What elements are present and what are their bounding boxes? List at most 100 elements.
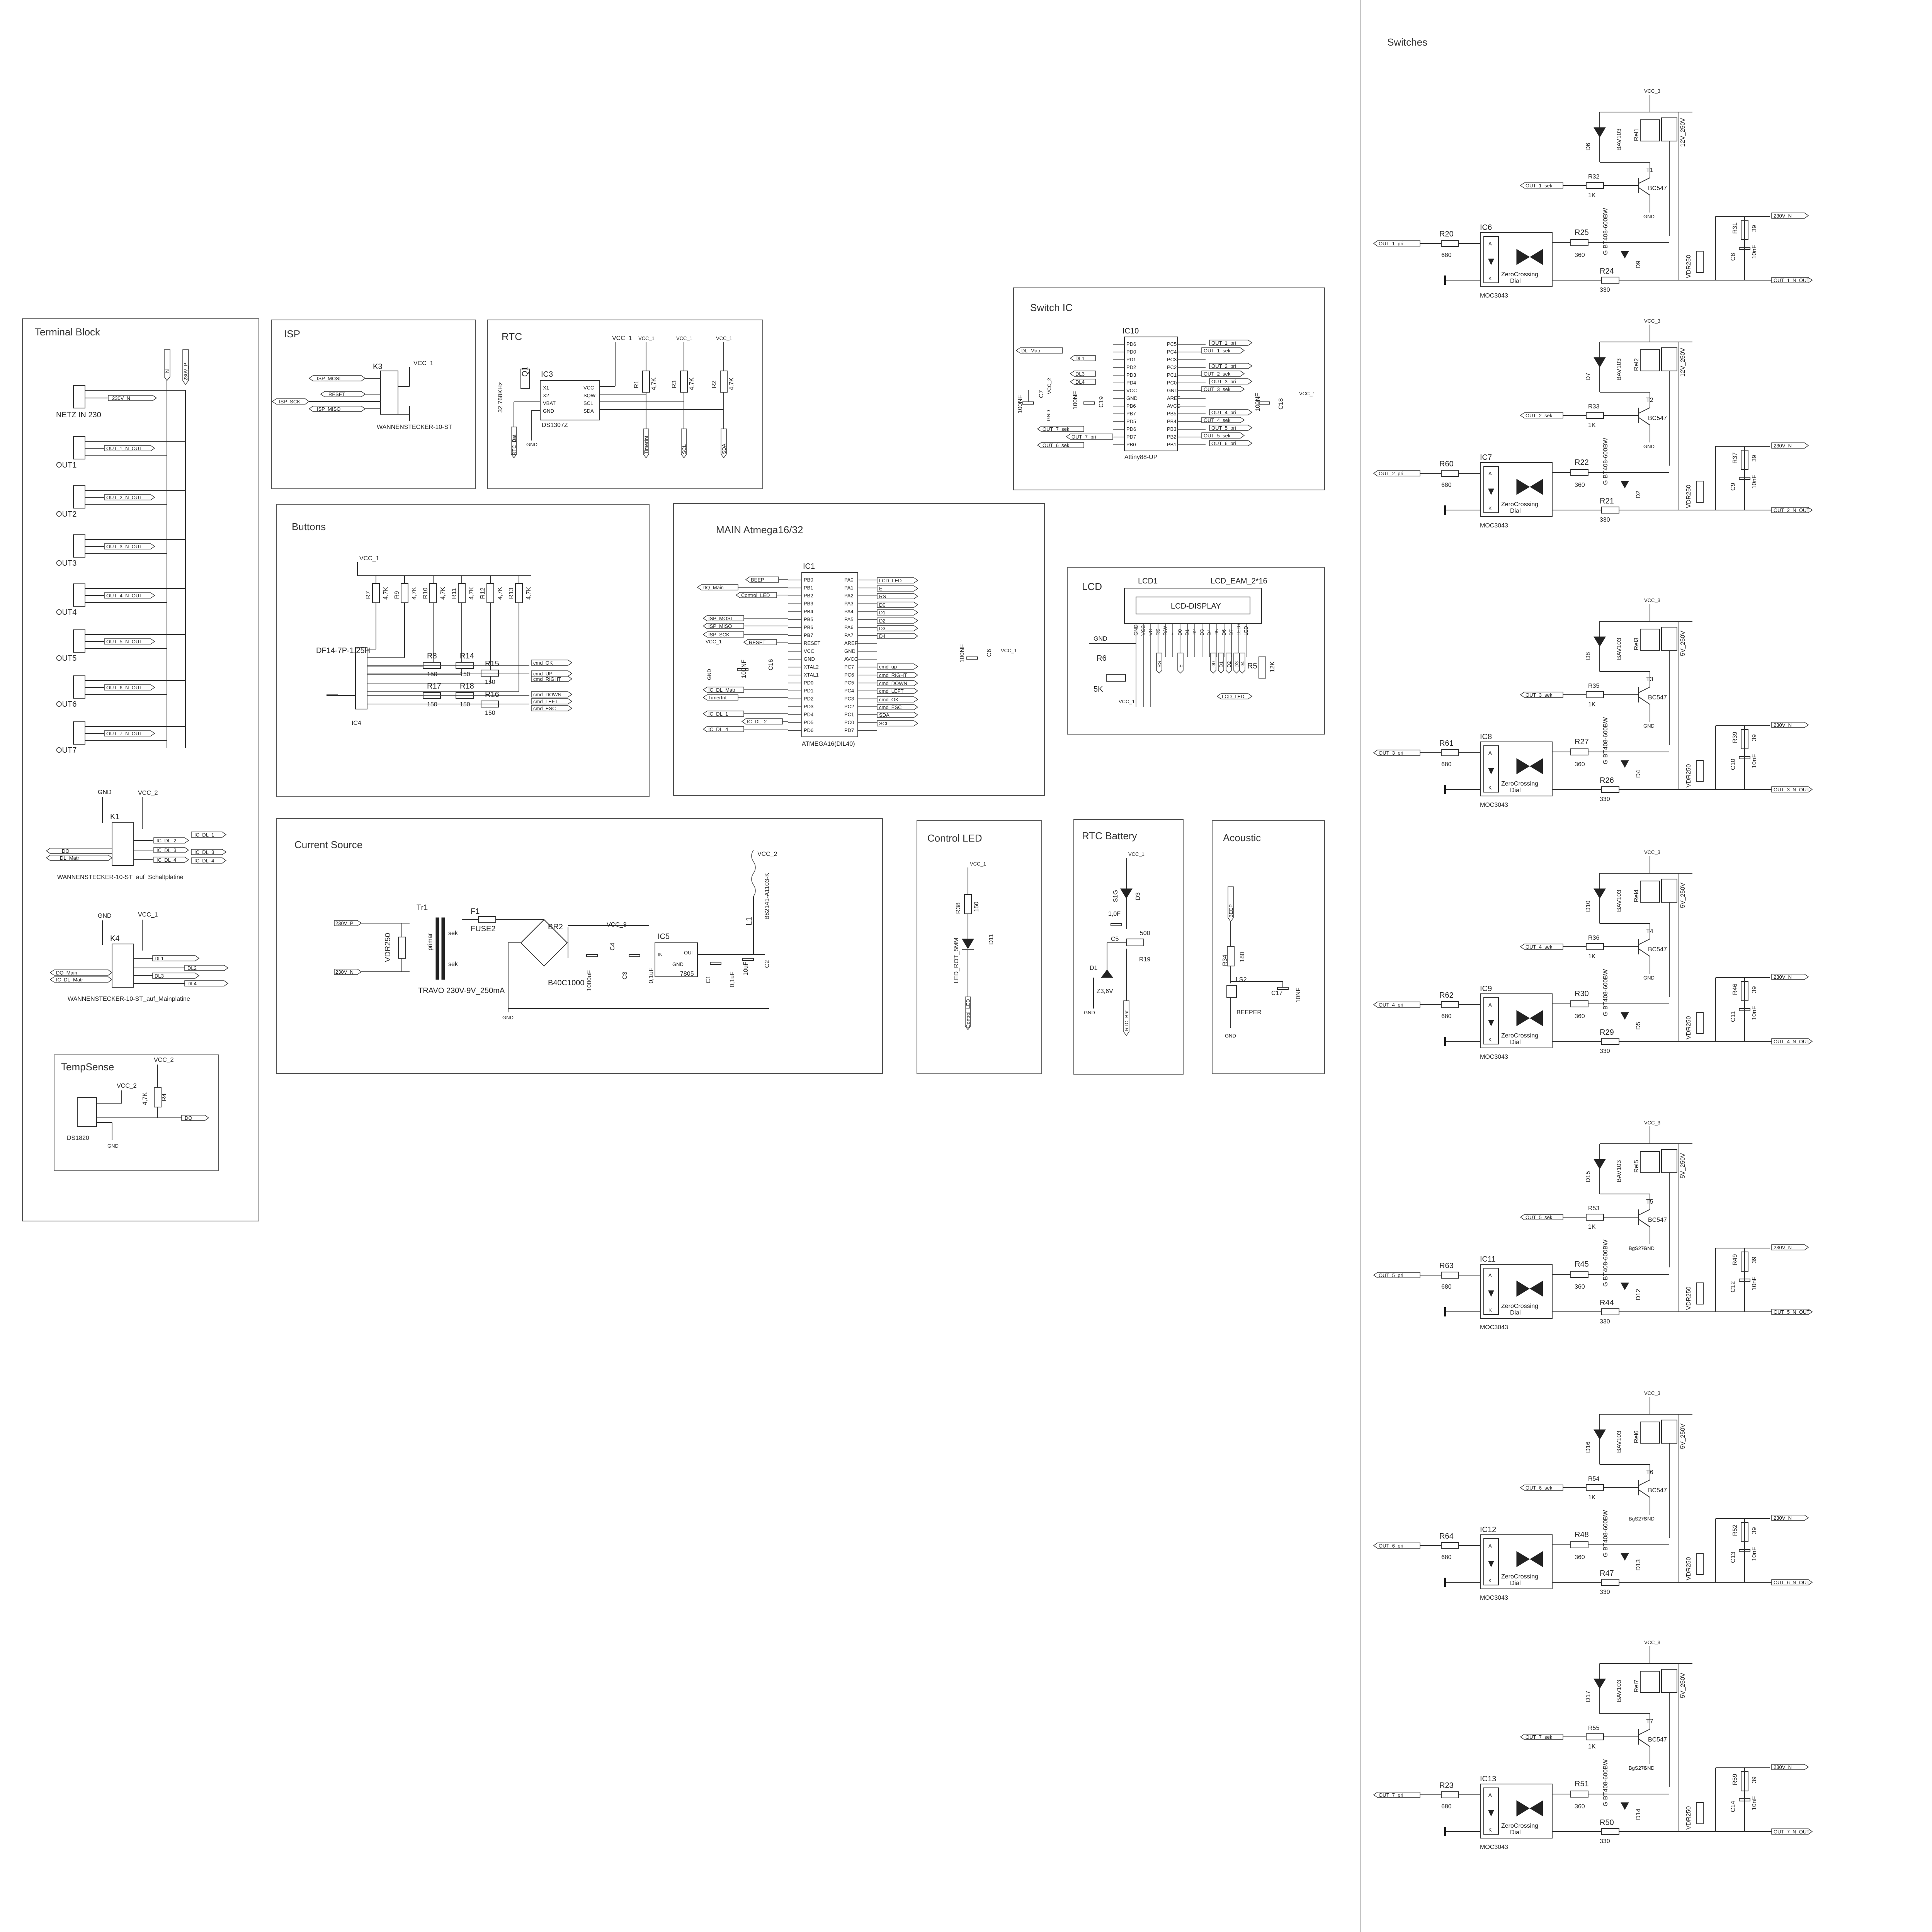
- snub-cap-val-5: 10nF: [1751, 1276, 1758, 1291]
- svg-text:F1: F1: [471, 907, 480, 916]
- opto-a-3: A: [1488, 750, 1492, 756]
- mcu-pin-l-10: GND: [804, 656, 815, 662]
- mcu-net-r-7: [877, 633, 918, 639]
- sw-net-sek-2: [1520, 412, 1563, 418]
- base-res-ref-3: R35: [1588, 683, 1599, 689]
- gate-res-4: [1570, 1000, 1588, 1007]
- svg-text:IC10: IC10: [1122, 327, 1139, 335]
- sw-pin-r-6: GND: [1167, 388, 1178, 393]
- svg-text:IC4: IC4: [352, 720, 361, 726]
- mcu-pin-r-0: PA0: [844, 577, 854, 583]
- rg-res-ref-2: R21: [1600, 497, 1614, 505]
- relay-val-5: 5V_250V: [1680, 1153, 1686, 1179]
- bgs-5: BgS278: [1629, 1245, 1646, 1251]
- rg-res-1: [1601, 277, 1619, 284]
- svg-text:VCC_2: VCC_2: [138, 790, 158, 796]
- vdr-6: [1696, 1553, 1704, 1575]
- svg-text:DL4: DL4: [187, 981, 197, 986]
- mcu-net-r-9: [877, 672, 918, 678]
- opto-part-2: MOC3043: [1480, 522, 1508, 529]
- opto-in-val-2: 680: [1441, 482, 1452, 488]
- relay-diode-ref-4: D10: [1585, 901, 1592, 912]
- opto-in-res-1: [1441, 240, 1459, 247]
- svg-text:180: 180: [1239, 952, 1246, 962]
- svg-text:32.768KHz: 32.768KHz: [497, 382, 504, 413]
- switches-title: Switches: [1387, 36, 1427, 48]
- opto-zc2-1: Dial: [1510, 278, 1521, 284]
- sw-vcc-5: VCC_3: [1644, 1120, 1660, 1126]
- sw-net-r-6-label: OUT_4_pri: [1211, 410, 1236, 415]
- mcu-net-r-15: [877, 720, 918, 726]
- opto-zc2-6: Dial: [1510, 1580, 1521, 1587]
- rtc-res-ref-0: R1: [633, 380, 640, 388]
- opto-in-res-7: [1441, 1791, 1459, 1798]
- opto-triac-icon-b-7: [1530, 1800, 1543, 1816]
- svg-text:Z3,6V: Z3,6V: [1097, 988, 1113, 995]
- svg-text:GND: GND: [672, 961, 684, 967]
- buttons-frame: [276, 504, 650, 797]
- mcu-pin-r-19: PD7: [844, 728, 854, 733]
- sw-net-r-9-label: OUT_5_sek: [1204, 433, 1231, 439]
- relay-ref-3: Rel3: [1633, 638, 1640, 650]
- lcd-net-label-0: RS: [1156, 661, 1162, 668]
- rg-res-ref-6: R47: [1600, 1569, 1614, 1578]
- opto-triac-icon-a-7: [1516, 1800, 1530, 1816]
- opto-in-val-4: 680: [1441, 1013, 1452, 1020]
- mcu-net-l-10: [741, 718, 783, 724]
- btn-pullup-val-0: 4,7K: [383, 587, 389, 600]
- triac-val-5: G BT408-600BW: [1602, 1239, 1609, 1287]
- btn-pullup-val-3: 4,7K: [468, 587, 475, 600]
- btn-series-ref-2: R15: [485, 660, 499, 668]
- mcu-net-l-10-label: IC_DL_2: [747, 719, 767, 724]
- mcu-pin-l-4: PB4: [804, 609, 813, 614]
- sw-net-r-8-label: OUT_5_pri: [1211, 425, 1236, 431]
- lcd-net-label-5: D3: [1234, 661, 1240, 668]
- snub-cap-val-7: 10nF: [1751, 1796, 1758, 1810]
- svg-text:BEEPER: BEEPER: [1236, 1009, 1262, 1016]
- svg-text:VCC_3: VCC_3: [607, 922, 627, 928]
- rtc-battery-circuit: VCC_1 S1G D3 1,0F C5 500 R19 D1 Z3,6V GN…: [1084, 851, 1150, 1036]
- switch-ic-circuit: IC10 PD6PD0PD1PD2PD3PD4VCCGNDPB6PB7PD5PD…: [1015, 327, 1315, 461]
- svg-text:VDR250: VDR250: [384, 933, 392, 962]
- opto-triac-icon-b-2: [1530, 479, 1543, 495]
- svg-text:5K: 5K: [1094, 685, 1103, 694]
- lcd-net-label-4: D2: [1226, 661, 1232, 668]
- svg-text:RESET: RESET: [328, 391, 345, 397]
- svg-text:IC3: IC3: [541, 370, 553, 379]
- snub-res-ref-7: R59: [1732, 1774, 1738, 1785]
- sw-net-sek-4-label: OUT_4_sek: [1526, 944, 1553, 950]
- base-res-4: [1586, 943, 1604, 950]
- rtc-battery-frame: [1073, 819, 1184, 1075]
- btn-pullup-val-1: 4,7K: [411, 587, 418, 600]
- svg-text:DL3: DL3: [155, 973, 164, 979]
- opto-in-ref-2: R60: [1439, 460, 1454, 468]
- rtc-circuit: 32.768KHz Q1 IC3 X1X2VBATGNDVCCSQWSCLSDA…: [497, 335, 632, 459]
- out-connector-1: [73, 436, 85, 459]
- opto-zc-1: ZeroCrossing: [1501, 271, 1538, 278]
- out-net-3-label: OUT_3_N_OUT: [106, 544, 142, 549]
- svg-text:100NF: 100NF: [741, 660, 747, 678]
- mcu-net-l-7: [702, 687, 744, 693]
- rg-res-val-5: 330: [1600, 1318, 1610, 1325]
- control-led-title: Control LED: [927, 832, 982, 844]
- svg-text:LCD-DISPLAY: LCD-DISPLAY: [1171, 602, 1221, 611]
- gate-res-val-5: 360: [1575, 1284, 1585, 1290]
- opto-ref-3: IC8: [1480, 733, 1492, 741]
- opto-triac-icon-a-3: [1516, 758, 1530, 774]
- svg-text:C16: C16: [768, 659, 774, 670]
- rg-res-val-1: 330: [1600, 287, 1610, 293]
- svg-text:FUSE2: FUSE2: [471, 925, 495, 933]
- transistor-ref-2: T2: [1646, 397, 1653, 403]
- sw-net-nout-2: [1771, 507, 1813, 513]
- triac-val-7: G BT408-600BW: [1602, 1759, 1609, 1806]
- svg-text:sek: sek: [448, 930, 458, 937]
- snub-cap-val-2: 10nF: [1751, 474, 1758, 489]
- base-res-val-5: 1K: [1588, 1224, 1596, 1230]
- opto-led-icon-4: [1488, 1020, 1494, 1027]
- opto-a-5: A: [1488, 1272, 1492, 1278]
- sw-gnd-4: GND: [1643, 975, 1655, 981]
- snub-cap-val-6: 10nF: [1751, 1547, 1758, 1561]
- sw-gnd-5: GND: [1643, 1245, 1655, 1251]
- snub-res-ref-5: R49: [1732, 1254, 1738, 1265]
